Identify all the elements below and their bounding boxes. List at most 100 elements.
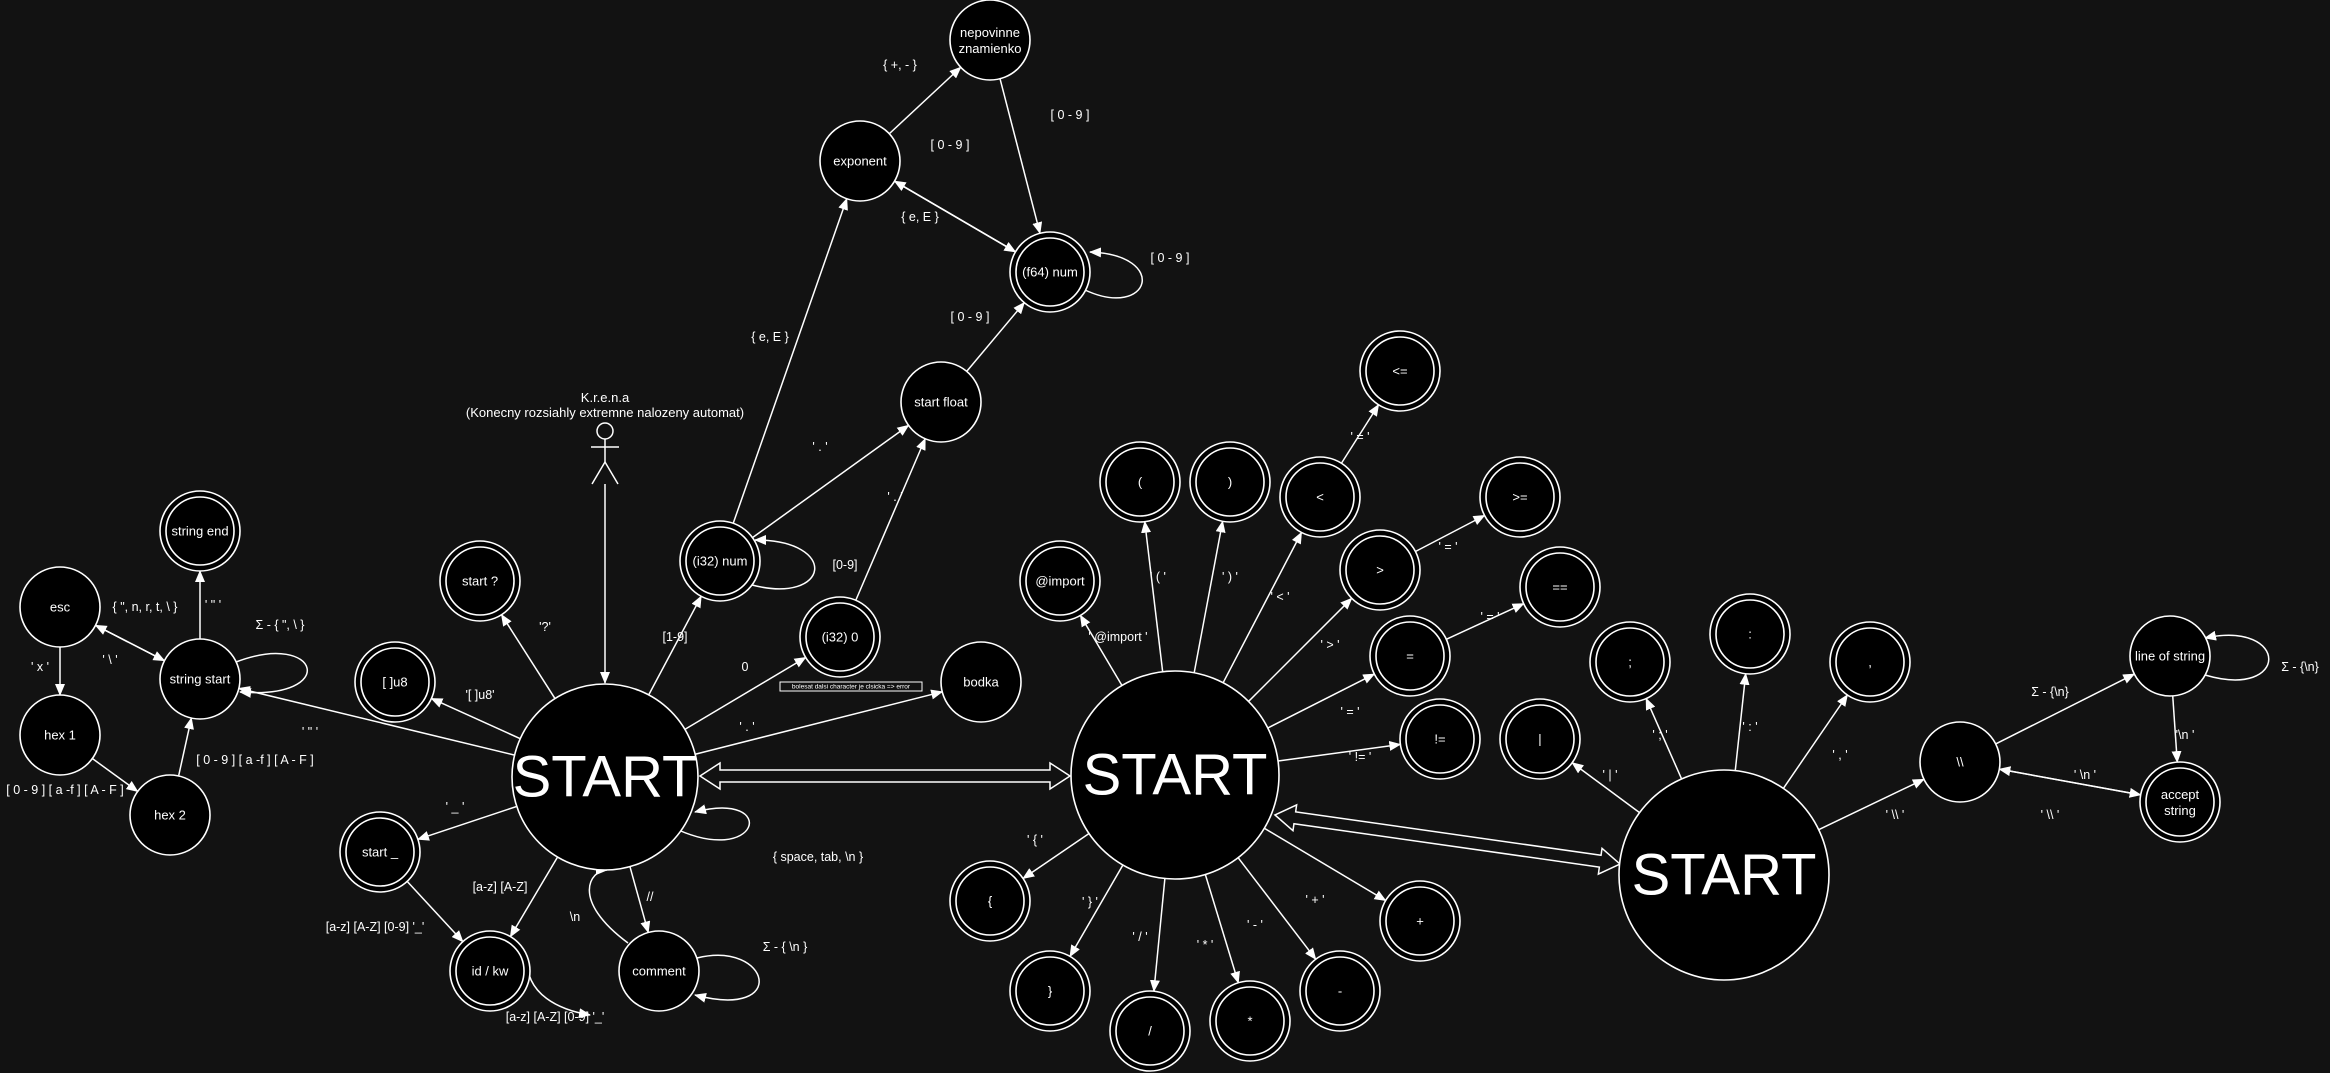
transition-i32_num-exponent [732, 197, 848, 524]
transition-label: Σ - { ", \ } [256, 618, 305, 632]
comment-back [588, 865, 629, 944]
state-label: START [513, 745, 698, 810]
warning-note-box [779, 681, 923, 692]
state-label: (f64) num [1022, 265, 1078, 280]
state-start-q: start ? [439, 540, 521, 622]
i32-loop [751, 535, 816, 590]
state-label: comment [632, 964, 686, 979]
transition-label: ' } ' [1082, 895, 1098, 909]
state-label: bodka [963, 675, 999, 690]
transition-label: { e, E } [901, 210, 939, 224]
transition-label: [a-z] [A-Z] [0-9] '_' [506, 1010, 605, 1024]
state-string-start: string start [159, 638, 241, 720]
transition-label: [ 0 - 9 ] [951, 310, 990, 324]
state-label: } [1048, 984, 1053, 999]
state-label: <= [1392, 364, 1407, 379]
transition-start2-assign [1267, 673, 1376, 729]
transition-label: ' != ' [1349, 750, 1372, 764]
comment-loop [694, 954, 760, 1003]
state-label: START [1083, 743, 1268, 808]
state-u8: [ ]u8 [354, 641, 436, 723]
transition-label: ' , ' [1832, 748, 1847, 762]
state-label: , [1868, 655, 1872, 670]
transition-start1-comment [629, 866, 651, 934]
state-label: * [1247, 1014, 1252, 1029]
transition-label: ' @import ' [1088, 630, 1147, 644]
state-label: exponent [833, 154, 887, 169]
transition-start2-plus [1263, 827, 1387, 902]
diagram-subtitle: (Konecny rozsiahly extremne nalozeny aut… [466, 405, 744, 420]
state-label: - [1338, 984, 1342, 999]
state-rparen: ) [1189, 441, 1271, 523]
state-comment: comment [618, 930, 700, 1012]
link-start1-start2 [698, 761, 1072, 791]
actor-icon [591, 422, 619, 485]
string-loop [235, 652, 309, 698]
state-esc: esc [19, 566, 101, 648]
whitespace-loop [671, 804, 750, 841]
transition-label: Σ - {\n} [2281, 660, 2319, 674]
transition-start2-slash [1149, 878, 1166, 993]
transition-start1-id_kw [509, 856, 559, 938]
transition-esc-string_start [95, 624, 166, 662]
transition-start2-star [1204, 874, 1240, 984]
state-comma: , [1829, 621, 1911, 703]
transition-label: ' - ' [1247, 918, 1263, 932]
state-label: != [1434, 732, 1445, 747]
state-label: line of string [2135, 649, 2205, 664]
state-start2: START [1070, 670, 1280, 880]
transition-label: ' x ' [31, 660, 49, 674]
transition-label: ' / ' [1132, 930, 1147, 944]
transition-start1-start_underscore [416, 805, 518, 841]
transition-lt-le [1340, 403, 1380, 464]
transition-label: [a-z] [A-Z] [0-9] '_' [326, 920, 425, 934]
transition-label: { e, E } [751, 330, 789, 344]
id-loop [526, 956, 591, 1019]
transition-start2-minus [1237, 857, 1317, 961]
transition-start1-i32_num [648, 595, 702, 696]
state-neq: != [1399, 698, 1481, 780]
state-label: == [1552, 580, 1567, 595]
state-gt: > [1339, 529, 1421, 611]
transition-start3-pipe [1571, 762, 1641, 814]
state-semicolon: ; [1589, 621, 1671, 703]
state-hex2: hex 2 [129, 774, 211, 856]
state-label: hex 2 [154, 808, 186, 823]
state-label: : [1748, 627, 1752, 642]
state-label: start ? [462, 574, 498, 589]
transition-start2-lparen [1141, 520, 1164, 672]
transition-label: '?' [539, 620, 551, 634]
transition-label: ' \\ ' [2041, 808, 2060, 822]
transition-backslash-line_of_string [1995, 673, 2136, 745]
state-label: | [1538, 732, 1541, 747]
transition-label: '\n ' [2176, 728, 2195, 742]
transition-label: ' . ' [739, 720, 754, 734]
transition-start3-semicolon [1645, 697, 1683, 780]
diagram-title: K.r.e.n.a [581, 390, 630, 405]
transition-label: ' \n ' [2074, 768, 2096, 782]
transition-label: ' \\ ' [1886, 808, 1905, 822]
transition-label: ' ) ' [1222, 570, 1238, 584]
state-label: @import [1035, 574, 1085, 589]
transition-start3-colon [1734, 672, 1750, 771]
transition-label: ' " ' [205, 598, 221, 612]
f64-loop [1084, 247, 1143, 299]
transition-label: ' = ' [1350, 430, 1369, 444]
state-le: <= [1359, 330, 1441, 412]
state-label: >= [1512, 490, 1527, 505]
transition-label: [1-9] [662, 630, 687, 644]
transition-f64_num-exponent [893, 180, 1016, 253]
state-f64-num: (f64) num [1009, 231, 1091, 313]
state-label: [ ]u8 [382, 675, 407, 690]
state-label: (i32) 0 [822, 630, 859, 645]
transition-label: Σ - {\n} [2031, 685, 2069, 699]
state-id-kw: id / kw [449, 930, 531, 1012]
transition-label: ' " ' [302, 725, 318, 739]
transition-label: [ 0 - 9 ] [ a -f ] [ A - F ] [196, 753, 313, 767]
state-label: ) [1228, 475, 1232, 490]
transition-label: { space, tab, \n } [773, 850, 863, 864]
state-start1: START [511, 683, 699, 871]
transition-label: Σ - { \n } [763, 940, 808, 954]
